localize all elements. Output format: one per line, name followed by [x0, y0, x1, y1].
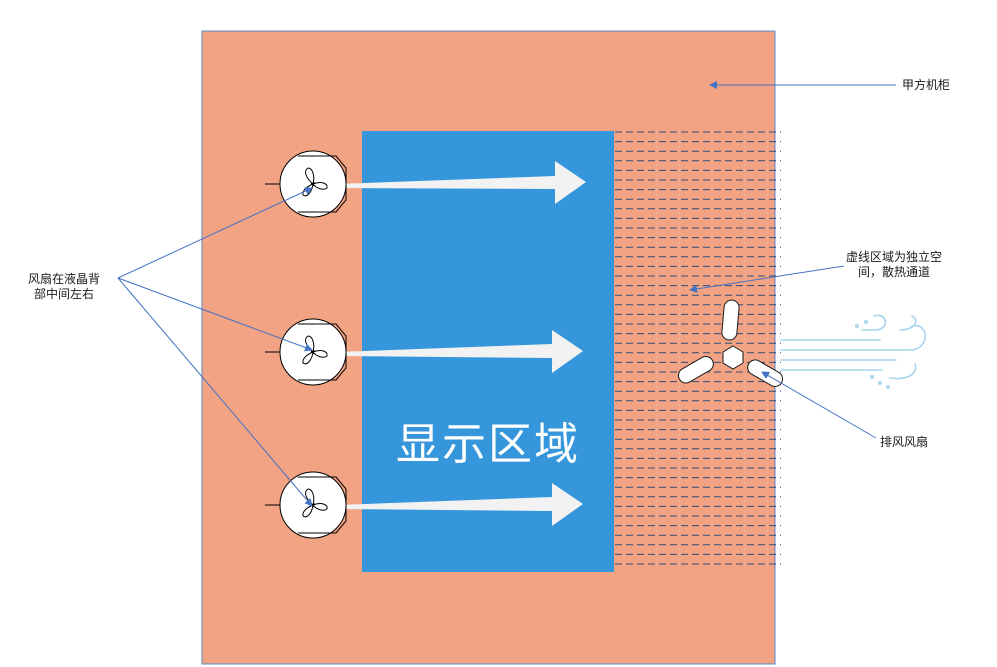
wind-icon	[780, 314, 926, 389]
heat-channel-label-line2: 间，散热通道	[858, 265, 931, 279]
heat-channel-label: 虚线区域为独立空 间，散热通道	[846, 250, 942, 280]
airflow-arrow-top	[338, 161, 586, 204]
exhaust-fan-icon	[677, 299, 784, 387]
intake-fans-label: 风扇在液晶背 部中间左右	[28, 272, 100, 302]
airflow-arrow-middle	[338, 330, 583, 373]
display-area-title: 显示区域	[396, 419, 580, 470]
heat-channel-label-line1: 虚线区域为独立空	[846, 250, 943, 264]
intake-fan-icon	[265, 150, 347, 218]
heat-channel-dashed-area	[615, 131, 781, 565]
leader-lines	[117, 81, 896, 507]
airflow-arrow-bottom	[338, 483, 583, 526]
exhaust-fan-label: 排风风扇	[880, 435, 929, 449]
cabinet-label: 甲方机柜	[902, 78, 951, 92]
intake-fans-label-line2: 部中间左右	[34, 287, 95, 301]
intake-fans-label-line1: 风扇在液晶背	[28, 272, 101, 286]
